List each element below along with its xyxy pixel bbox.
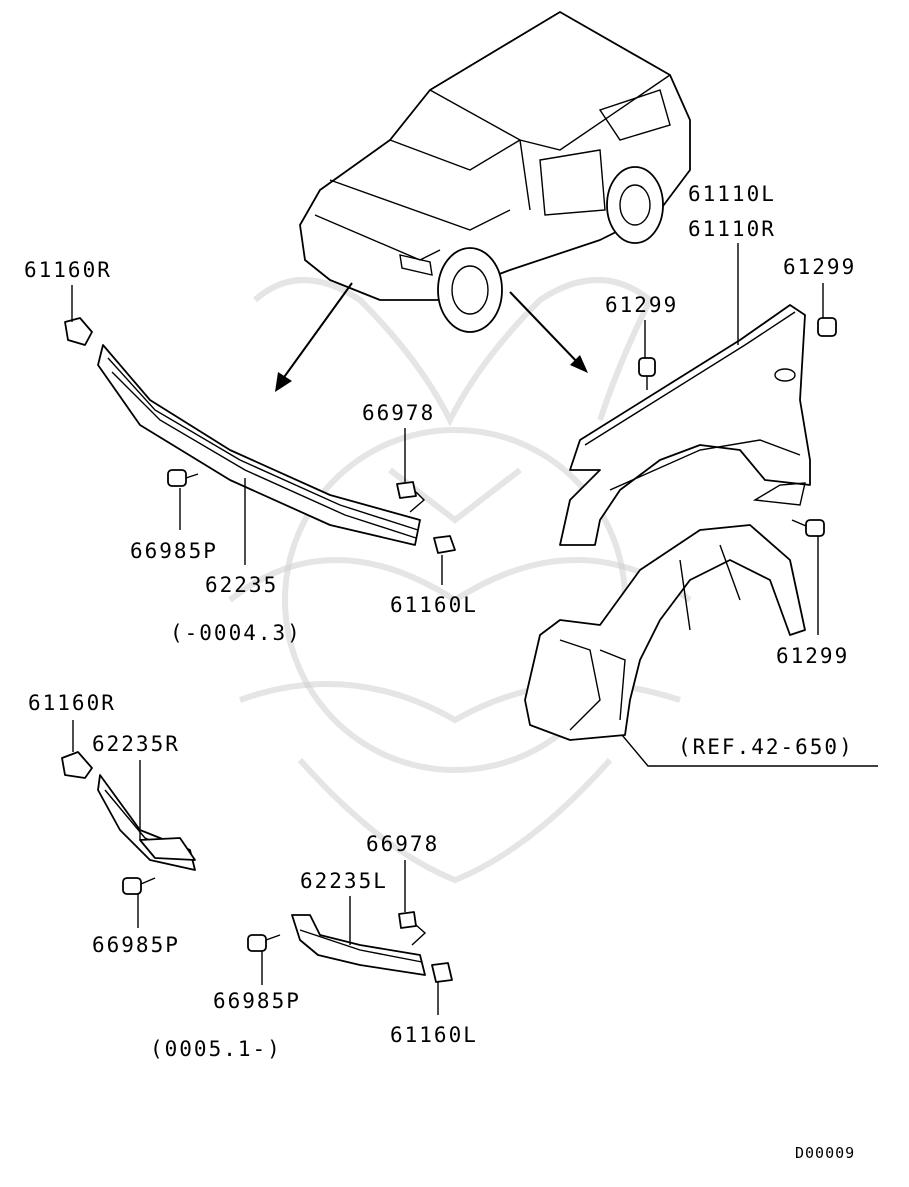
part-61299-bolt-mid [638, 357, 656, 390]
part-62235R-garnish [97, 774, 196, 871]
part-61110-front-fender [559, 304, 811, 546]
label-61110L: 61110L [688, 182, 776, 206]
part-61299-bolt-top [817, 317, 837, 337]
arrow-left [275, 282, 353, 392]
label-range-a: (-0004.3) [170, 621, 302, 645]
part-66985P-screw-c [247, 934, 281, 952]
label-61160R-a: 61160R [24, 258, 112, 282]
label-66978-a: 66978 [362, 401, 435, 425]
label-66985P-b: 66985P [92, 933, 180, 957]
label-range-b: (0005.1-) [150, 1037, 282, 1061]
label-61160L-b: 61160L [390, 1023, 478, 1047]
vehicle-illustration [299, 11, 691, 333]
part-66985P-screw-b [122, 877, 156, 895]
label-62235L: 62235L [300, 869, 388, 893]
label-61160R-b: 61160R [28, 691, 116, 715]
part-61160R-clip-b [61, 751, 93, 779]
label-66985P-a: 66985P [130, 539, 218, 563]
arrow-right [509, 291, 588, 373]
label-66978-b: 66978 [366, 832, 439, 856]
part-66978-nut-a [396, 481, 417, 499]
part-61160L-clip-a [433, 535, 456, 554]
part-61299-bolt-bot [791, 519, 825, 537]
part-62235-grille-garnish [97, 344, 421, 546]
label-61110R: 61110R [688, 217, 776, 241]
label-61299-bot: 61299 [776, 644, 849, 668]
label-62235R: 62235R [92, 732, 180, 756]
label-62235: 62235 [205, 573, 278, 597]
part-ref-splash-shield [524, 524, 806, 741]
label-61299-top: 61299 [783, 255, 856, 279]
label-ref-42-650: (REF.42-650) [678, 735, 854, 759]
part-62235L-garnish [291, 914, 426, 976]
part-66978-nut-b [398, 911, 417, 929]
watermark-emblem [228, 277, 692, 884]
part-66985P-screw-a [167, 469, 199, 487]
part-61160L-clip-b [431, 962, 453, 983]
diagram-code: D00009 [795, 1144, 855, 1162]
part-61160R-clip-a [64, 317, 93, 346]
label-61299-mid: 61299 [605, 293, 678, 317]
label-61160L-a: 61160L [390, 593, 478, 617]
label-66985P-c: 66985P [213, 989, 301, 1013]
leader-lines [71, 243, 878, 1015]
